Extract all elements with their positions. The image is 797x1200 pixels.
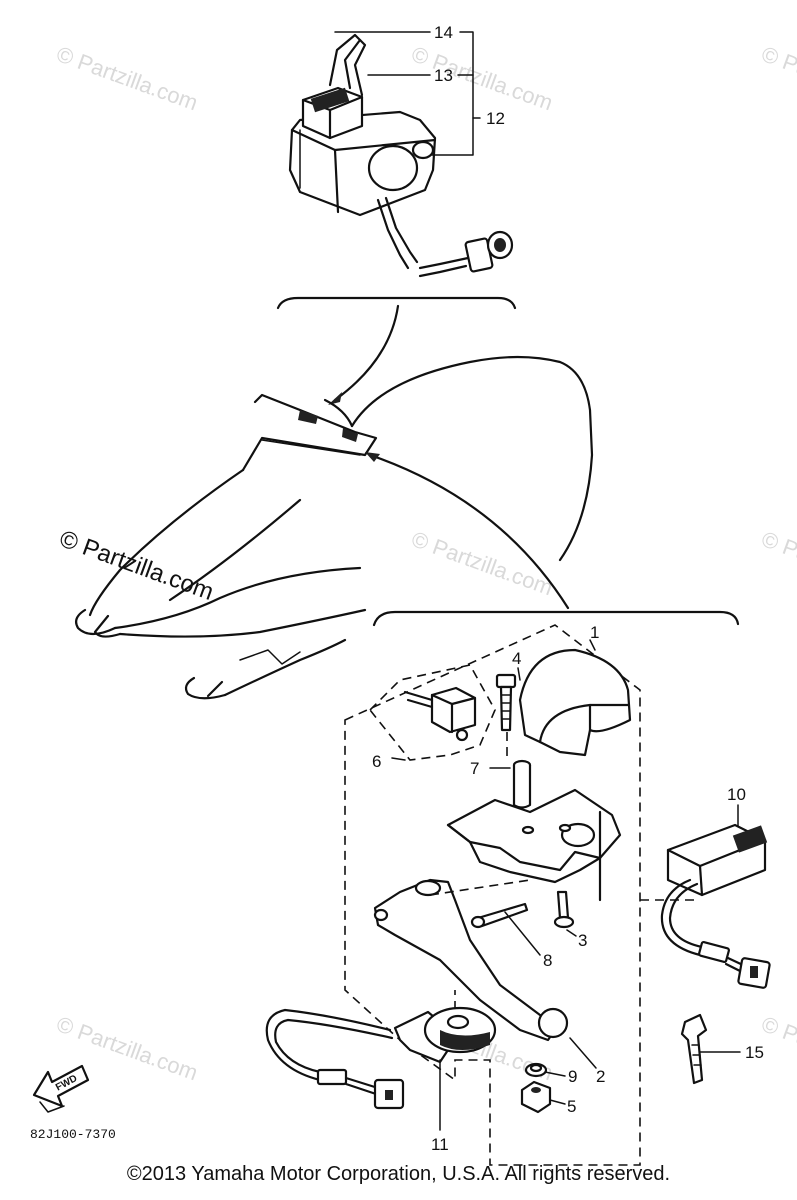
brace-top	[276, 296, 517, 310]
part-8-pin	[470, 902, 529, 929]
callout-bracket-top	[334, 31, 481, 156]
copyright-notice: ©2013 Yamaha Motor Corporation, U.S.A. A…	[126, 1163, 671, 1185]
part-15-cable-tie	[680, 1013, 708, 1085]
watermark-text-strong: © Partzilla.com	[56, 525, 217, 606]
callout-10: 10	[727, 785, 746, 804]
callout-2: 2	[596, 1067, 605, 1086]
leader-lines	[391, 639, 741, 1131]
throttle-housing	[446, 788, 622, 902]
part-11-sensor	[265, 1006, 497, 1110]
guide-line	[429, 879, 531, 896]
watermark-text: © Partzilla.com	[758, 1011, 797, 1085]
diagram-code: 82J100-7370	[30, 1127, 116, 1142]
leader-arrow-top	[333, 304, 400, 402]
callout-13: 13	[434, 66, 453, 85]
callout-14: 14	[434, 23, 453, 42]
throttle-lever	[373, 878, 569, 1042]
part-6-switch	[403, 686, 477, 742]
part-10-module	[660, 823, 771, 989]
watermark-text: © Partzilla.com	[758, 526, 797, 600]
arrowhead	[328, 392, 342, 405]
sub-assembly-6-boundary	[368, 664, 496, 761]
callout-12: 12	[486, 109, 505, 128]
part-4-screw	[495, 673, 517, 732]
callout-1: 1	[590, 623, 599, 642]
part-3-bolt	[553, 890, 575, 929]
callout-5: 5	[567, 1097, 576, 1116]
leader-arrow-bottom	[368, 453, 570, 610]
part-7-collar	[512, 759, 532, 809]
callout-7: 7	[470, 759, 479, 778]
callout-8: 8	[543, 951, 552, 970]
callout-15: 15	[745, 1043, 764, 1062]
callout-9: 9	[568, 1067, 577, 1086]
callout-6: 6	[372, 752, 381, 771]
snowmobile-outline	[75, 355, 594, 700]
watermark-text: © Partzilla.com	[758, 41, 797, 115]
part-5-nut	[520, 1080, 552, 1114]
callout-4: 4	[512, 649, 521, 668]
watermark-text: © Partzilla.com	[53, 41, 201, 115]
meter-assembly	[288, 33, 514, 278]
fwd-arrow-icon: FWD	[32, 1064, 90, 1113]
throttle-cover	[518, 648, 632, 757]
watermark-text: © Partzilla.com	[408, 41, 556, 115]
arrowhead	[365, 452, 380, 462]
callout-11: 11	[431, 1135, 449, 1154]
brace-bottom	[372, 610, 740, 627]
callout-3: 3	[578, 931, 587, 950]
part-9-washer	[524, 1062, 548, 1078]
